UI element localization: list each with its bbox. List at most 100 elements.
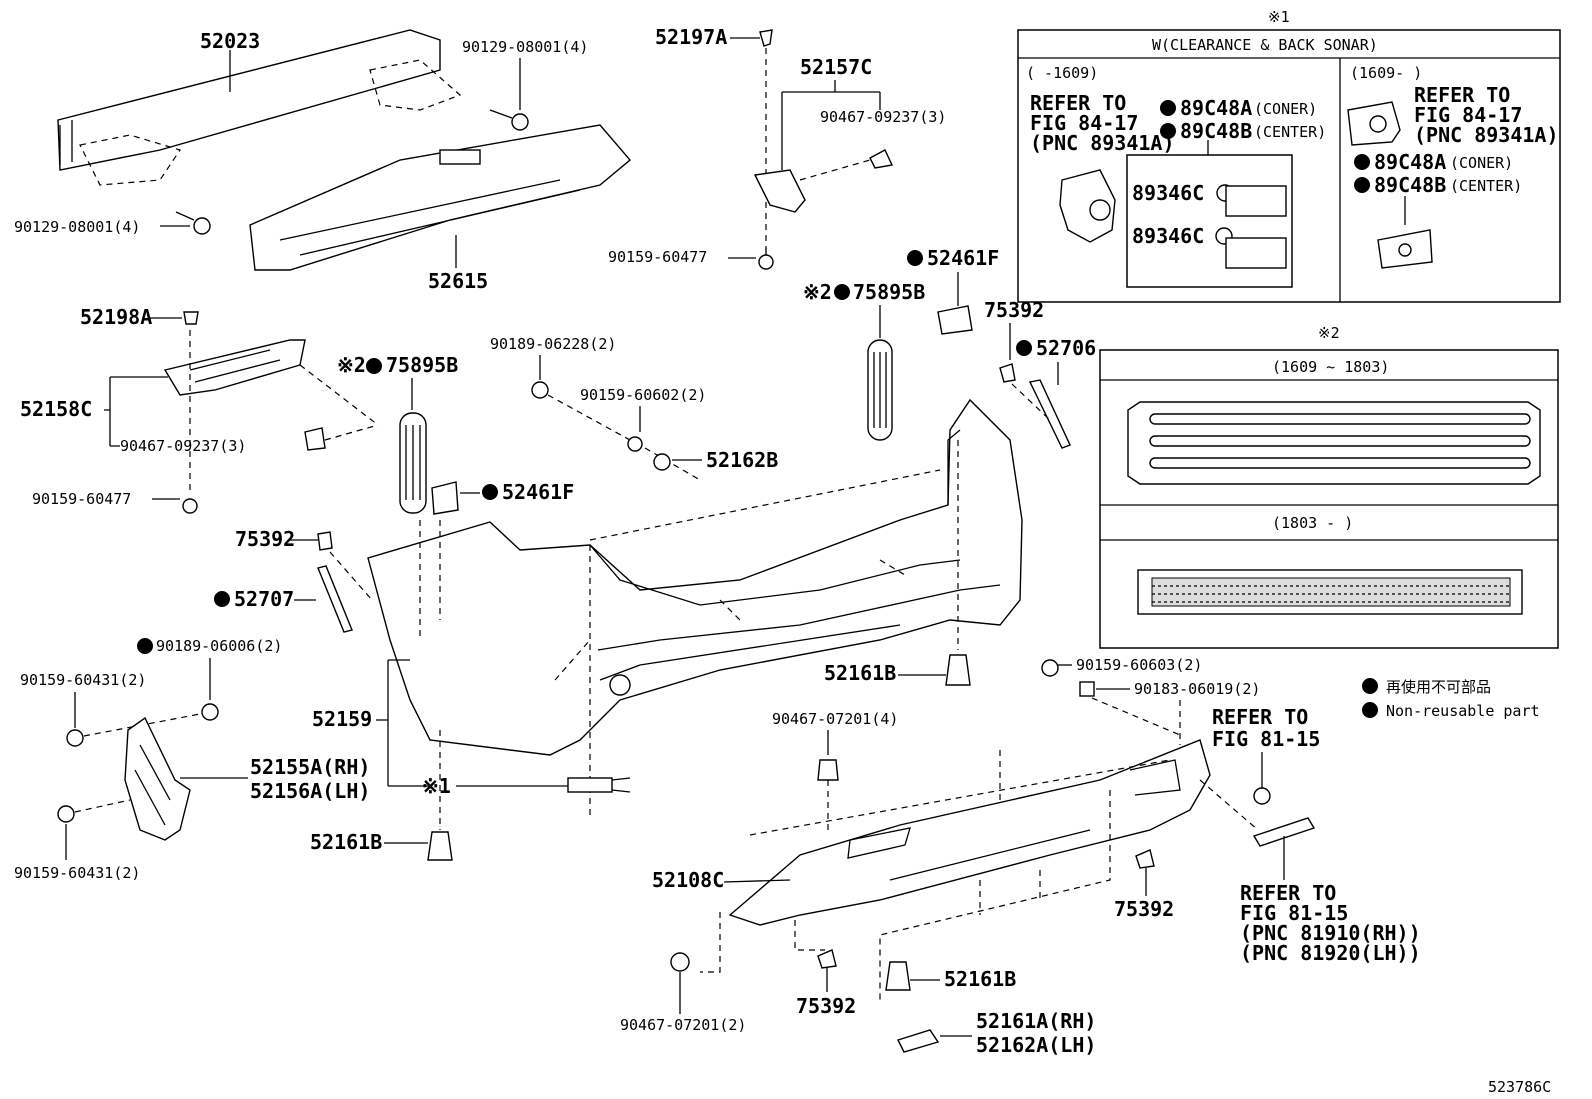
label-52159: 52159	[312, 707, 372, 731]
bolt-ref-81-15	[1253, 787, 1271, 805]
label-90159-60431-top: 90159-60431(2)	[20, 671, 146, 689]
clip-52161B-mid	[945, 654, 971, 686]
label-52155A: 52155A(RH)	[250, 755, 370, 779]
label-52158C: 52158C	[20, 397, 92, 421]
label-90467-07201-bottom: 90467-07201(2)	[620, 1016, 746, 1034]
label-89C48B-left: 89C48B	[1180, 119, 1252, 143]
box1-ref-r1: REFER TO	[1414, 83, 1510, 107]
label-90183-06019: 90183-06019(2)	[1134, 680, 1260, 698]
label-52161B-left: 52161B	[310, 830, 382, 854]
box2-mark: ※2	[1318, 324, 1340, 342]
label-52157C: 52157C	[800, 55, 872, 79]
label-90467-09237-left: 90467-09237(3)	[120, 437, 246, 455]
bracket-52157C	[753, 169, 806, 213]
clip-75392-bottom-right	[1135, 849, 1155, 869]
sonar-sensor-right	[1347, 101, 1401, 146]
nut-90183-06019	[1079, 681, 1095, 697]
label-75895B-right: 75895B	[853, 280, 925, 304]
reflector-1803	[1137, 569, 1523, 615]
clip-52161B-left	[427, 831, 453, 861]
star1-callout: ※1	[422, 774, 451, 798]
box1-ref-l3: (PNC 89341A)	[1030, 131, 1175, 155]
label-90129-08001-left: 90129-08001(4)	[14, 218, 140, 236]
screw-90159-60603	[1041, 659, 1059, 677]
box1-sonar	[1017, 29, 1561, 303]
screw-90159-60431-bottom	[57, 805, 75, 823]
rivet-90467-left	[304, 427, 326, 451]
screw-90159-top	[758, 248, 774, 270]
label-52162A: 52162A(LH)	[976, 1033, 1096, 1057]
box1-ref-r3: (PNC 89341A)	[1414, 123, 1559, 147]
reflector-75895B-right	[867, 339, 893, 441]
label-90467-07201-top: 90467-07201(4)	[772, 710, 898, 728]
label-52461F-left: 52461F	[502, 480, 574, 504]
ref-81-15-b-line1: REFER TO	[1240, 881, 1336, 905]
box2-range-a: (1609 ~ 1803)	[1272, 358, 1389, 376]
rivet-90467-07201-top	[817, 759, 839, 781]
label-52615: 52615	[428, 269, 488, 293]
reinforcement-52023	[57, 29, 462, 186]
label-75392-left: 75392	[235, 527, 295, 551]
label-89C48A-left: 89C48A	[1180, 96, 1252, 120]
label-75895B-left: 75895B	[386, 353, 458, 377]
label-52161B-mid: 52161B	[824, 661, 896, 685]
label-89C48A-right: 89C48A	[1374, 150, 1446, 174]
star2-mark-left: ※2	[337, 353, 366, 377]
box1-right-range: (1609- )	[1350, 64, 1422, 82]
ref-81-15-b-line2: FIG 81-15	[1240, 901, 1348, 925]
garnish-ref-81-15	[1252, 817, 1316, 847]
label-52161B-bottom: 52161B	[944, 967, 1016, 991]
box1-left-range: ( -1609)	[1026, 64, 1098, 82]
bolt-90129-left	[175, 211, 211, 235]
label-90159-60477-left: 90159-60477	[32, 490, 131, 508]
bumper-cover-52159	[367, 398, 1023, 756]
absorber-52615	[249, 124, 631, 271]
box1-ref-l2: FIG 84-17	[1030, 111, 1138, 135]
screw-90159-60431-top	[66, 729, 84, 747]
pad-52461F-left	[431, 481, 459, 515]
bolt-90129-top	[489, 109, 529, 131]
box1-header: W(CLEARANCE & BACK SONAR)	[1152, 36, 1378, 54]
label-52706: 52706	[1036, 336, 1096, 360]
label-coner-left: (CONER)	[1254, 100, 1317, 118]
box1-ref-r2: FIG 84-17	[1414, 103, 1522, 127]
label-52461F-top: 52461F	[927, 246, 999, 270]
box1-ref-l1: REFER TO	[1030, 91, 1126, 115]
nut-52162B	[653, 453, 671, 471]
label-75392-bottom-left: 75392	[796, 994, 856, 1018]
label-90467-09237-top: 90467-09237(3)	[820, 108, 946, 126]
label-90189-06228: 90189-06228(2)	[490, 335, 616, 353]
label-75392-bottom-right: 75392	[1114, 897, 1174, 921]
label-89346C-a: 89346C	[1132, 181, 1204, 205]
label-52707: 52707	[234, 587, 294, 611]
clip-75392-left	[317, 531, 333, 551]
sonar-sensor-left	[1059, 169, 1116, 243]
ref-81-15-b-line3: (PNC 81910(RH))	[1240, 921, 1421, 945]
reflector-75895B-left	[399, 412, 427, 514]
rivet-90467-top	[869, 149, 894, 169]
legend-jp: 再使用不可部品	[1386, 678, 1491, 696]
label-90129-08001-top: 90129-08001(4)	[462, 38, 588, 56]
bracket-52158C	[163, 339, 306, 396]
reflector-1609-1803	[1127, 401, 1541, 485]
label-52197A: 52197A	[655, 25, 727, 49]
label-89C48B-right: 89C48B	[1374, 173, 1446, 197]
label-90159-60477-top: 90159-60477	[608, 248, 707, 266]
label-coner-right: (CONER)	[1450, 154, 1513, 172]
screw-90159-left	[182, 498, 198, 514]
label-90189-06006: 90189-06006(2)	[156, 637, 282, 655]
ref-81-15-a-line1: REFER TO	[1212, 705, 1308, 729]
screw-90159-60602	[627, 436, 643, 452]
rivet-90467-07201-bottom	[670, 952, 690, 972]
label-52162B: 52162B	[706, 448, 778, 472]
label-89346C-b: 89346C	[1132, 224, 1204, 248]
ref-81-15-b-line4: (PNC 81920(LH))	[1240, 941, 1421, 965]
label-center-right: (CENTER)	[1450, 177, 1522, 195]
retainer-52155A	[124, 716, 191, 841]
clip-52198A	[183, 311, 199, 325]
reflector-52707	[317, 565, 353, 633]
diffuser-52108C	[728, 739, 1211, 926]
box1-mark: ※1	[1268, 8, 1290, 26]
